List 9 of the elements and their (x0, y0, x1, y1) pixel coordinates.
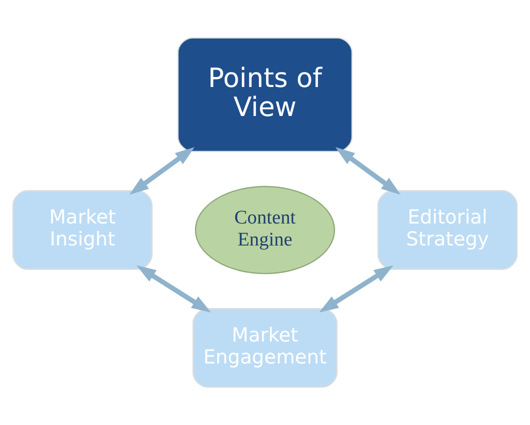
arrow (129, 147, 195, 195)
node-box: Editorial Strategy (377, 190, 518, 270)
arrow (136, 265, 211, 312)
node-ellipse: Content Engine (194, 186, 336, 274)
node-box: Market Engagement (192, 308, 338, 388)
arrow (335, 147, 401, 195)
arrow (319, 265, 394, 312)
node-box: Market Insight (12, 190, 153, 270)
node-box: Points of View (177, 37, 353, 152)
